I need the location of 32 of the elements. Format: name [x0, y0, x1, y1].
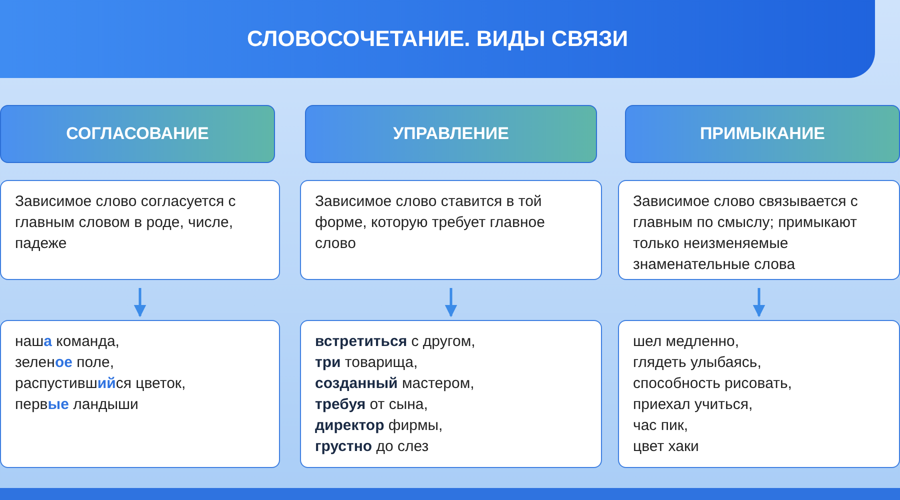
arrow [752, 288, 766, 318]
example-phrase: шел медленно, [633, 332, 740, 352]
definition-card [618, 180, 900, 280]
example-phrase: цвет хаки [633, 437, 700, 457]
example-phrase: первые ландыши [15, 395, 140, 415]
example-phrase: три товарища, [315, 353, 419, 373]
definition-card [300, 180, 602, 280]
example-phrase: глядеть улыбаясь, [633, 353, 762, 373]
examples-card [618, 320, 900, 468]
definition-text: Зависимое слово согласуется с главным словом в роде, числе, падеже [15, 192, 237, 254]
example-phrase: способность рисовать, [633, 374, 793, 394]
example-phrase: приехал учиться, [633, 395, 754, 415]
examples-card [0, 320, 280, 468]
example-phrase: час пик, [633, 416, 690, 436]
example-phrase: зеленое поле, [15, 353, 116, 373]
header-box: ПРИМЫКАНИЕ [625, 105, 900, 163]
title-banner: СЛОВОСОЧЕТАНИЕ. ВИДЫ СВЯЗИ [0, 0, 875, 78]
example-phrase: грустно до слез [315, 437, 430, 457]
header-box: СОГЛАСОВАНИЕ [0, 105, 275, 163]
example-phrase: созданный мастером, [315, 374, 476, 394]
definition-card [0, 180, 280, 280]
definition-text: Зависимое слово связывается с главным по смыслу; примыкают только неизменяемые знаменательные слова [633, 192, 859, 275]
arrow [444, 288, 458, 318]
example-phrase: наша команда, [15, 332, 120, 352]
examples-card [300, 320, 602, 468]
header-box: УПРАВЛЕНИЕ [305, 105, 597, 163]
example-phrase: требуя от сына, [315, 395, 429, 415]
arrow [134, 288, 146, 318]
example-phrase: распустившийся цветок, [15, 374, 187, 394]
example-phrase: директор фирмы, [315, 416, 444, 436]
example-phrase: встретиться с другом, [315, 332, 476, 352]
definition-text: Зависимое слово ставится в той форме, которую требует главное слово [315, 192, 546, 254]
